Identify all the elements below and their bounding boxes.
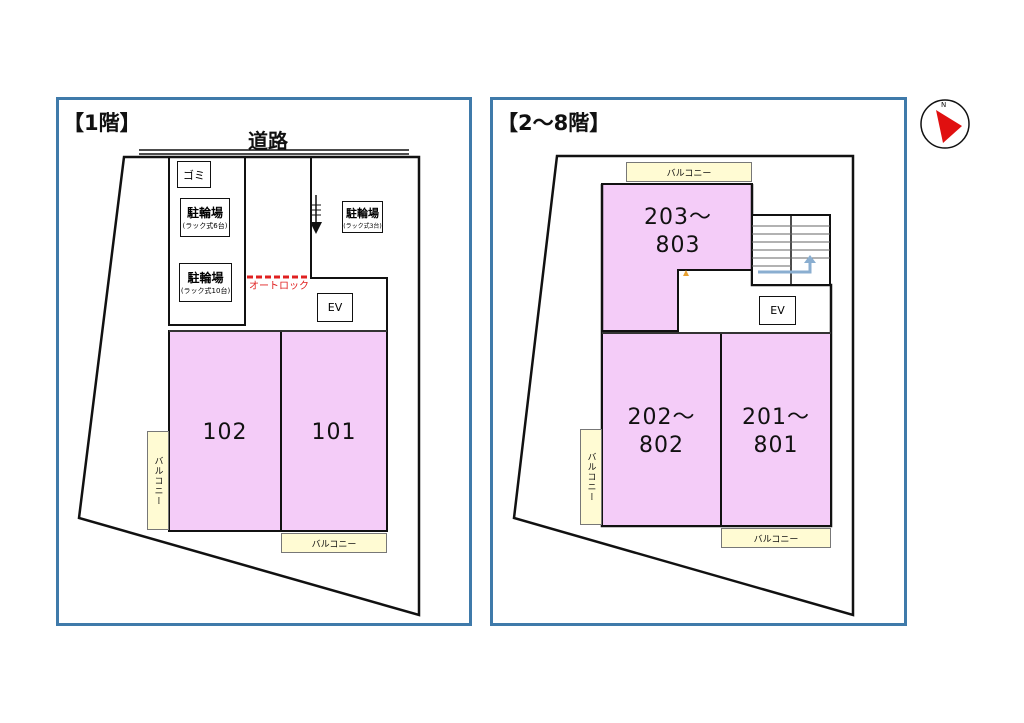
unit-202 xyxy=(601,332,722,527)
unit-101 xyxy=(280,330,388,532)
wall-right-block xyxy=(310,157,388,331)
unit-102 xyxy=(168,330,282,532)
unit-101-label: 101 xyxy=(311,420,357,445)
bike-parking-1: 駐輪場 (ラック式6台) xyxy=(180,198,230,237)
floor2-title: 【2〜8階】 xyxy=(497,111,611,135)
bike-parking-1-label: 駐輪場 xyxy=(186,206,223,220)
compass-letter: N xyxy=(941,101,947,109)
bike-parking-3: 駐輪場 (ラック式3台) xyxy=(342,201,383,233)
bike-parking-2-label: 駐輪場 xyxy=(187,271,224,285)
wall-left-block xyxy=(168,157,246,326)
autolock-label: オートロック xyxy=(249,281,309,292)
balcony-2-vertical: バルコニー xyxy=(580,429,602,525)
unit-102-label: 102 xyxy=(202,420,248,445)
elevator-2-label: EV xyxy=(770,304,785,317)
bike-parking-3-note: (ラック式3台) xyxy=(343,222,382,230)
balcony-1-horizontal: バルコニー xyxy=(281,533,387,553)
garbage-label: ゴミ xyxy=(183,168,205,182)
unit-202-label: 202〜 802 xyxy=(627,405,696,458)
floor1-title: 【1階】 xyxy=(63,111,141,135)
unit-201-label: 201〜 801 xyxy=(742,405,810,458)
balcony-2-bottom: バルコニー xyxy=(721,528,831,548)
bike-parking-1-note: (ラック式6台) xyxy=(182,222,228,230)
unit-203-label: 203〜 803 xyxy=(644,205,712,258)
elevator-1: EV xyxy=(317,293,353,322)
balcony-1-vertical: バルコニー xyxy=(147,431,169,530)
bike-parking-2: 駐輪場 (ラック式10台) xyxy=(179,263,232,302)
garbage-area: ゴミ xyxy=(177,161,211,188)
balcony-2-top: バルコニー xyxy=(626,162,752,182)
road-label: 道路 xyxy=(248,129,288,153)
bike-parking-2-note: (ラック式10台) xyxy=(180,287,231,295)
bike-parking-3-label: 駐輪場 xyxy=(346,206,379,220)
elevator-2: EV xyxy=(759,296,796,325)
elevator-1-label: EV xyxy=(327,301,343,314)
entrance-marker xyxy=(683,270,689,276)
